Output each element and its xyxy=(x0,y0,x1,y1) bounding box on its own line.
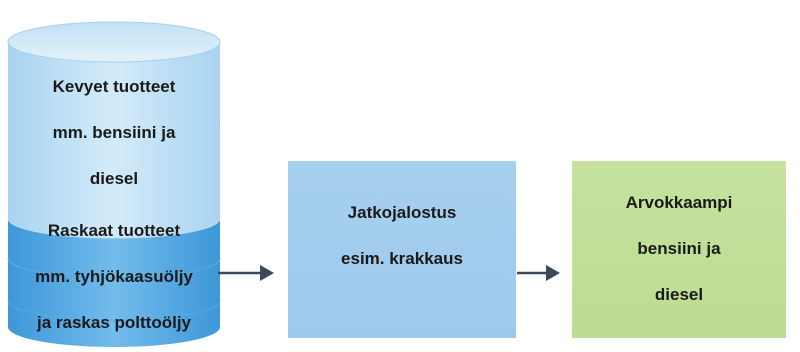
cylinder-layer-boundary xyxy=(7,217,221,239)
cylinder-top-cap xyxy=(7,21,221,63)
cylinder-upper-layer xyxy=(8,42,220,238)
cylinder-bottom-line-1: Raskaat tuotteet xyxy=(47,220,181,240)
result-box xyxy=(572,161,786,338)
cylinder-top-label: Kevyet tuotteet mm. bensiini ja diesel xyxy=(18,77,210,188)
process-line-2: esim. krakkaus xyxy=(341,248,463,268)
result-line-3: diesel xyxy=(654,284,704,304)
process-line-1: Jatkojalostus xyxy=(347,202,457,222)
cylinder-top-line-3: diesel xyxy=(89,168,139,188)
cylinder-band-line xyxy=(7,257,221,279)
process-box-label: Jatkojalostus esim. krakkaus xyxy=(288,203,516,268)
cylinder-top-line-1: Kevyet tuotteet xyxy=(52,76,176,96)
cylinder-bottom-line-3: ja raskas polttoöljy xyxy=(37,312,191,332)
cylinder-top-line-2: mm. bensiini ja xyxy=(52,122,176,142)
cylinder-lower-layer xyxy=(8,218,220,347)
cylinder-band-line xyxy=(7,299,221,321)
cylinder-bottom-line-2: mm. tyhjökaasuöljy xyxy=(35,266,193,286)
arrow-to-process xyxy=(218,265,274,281)
process-box xyxy=(288,161,516,338)
result-line-2: bensiini ja xyxy=(637,238,721,258)
result-box-label: Arvokkaampi bensiini ja diesel xyxy=(572,193,786,304)
cylinder xyxy=(7,21,221,347)
result-line-1: Arvokkaampi xyxy=(625,192,733,212)
cylinder-bottom-label: Raskaat tuotteet mm. tyhjökaasuöljy ja r… xyxy=(10,221,218,332)
arrow-to-result xyxy=(517,265,560,281)
